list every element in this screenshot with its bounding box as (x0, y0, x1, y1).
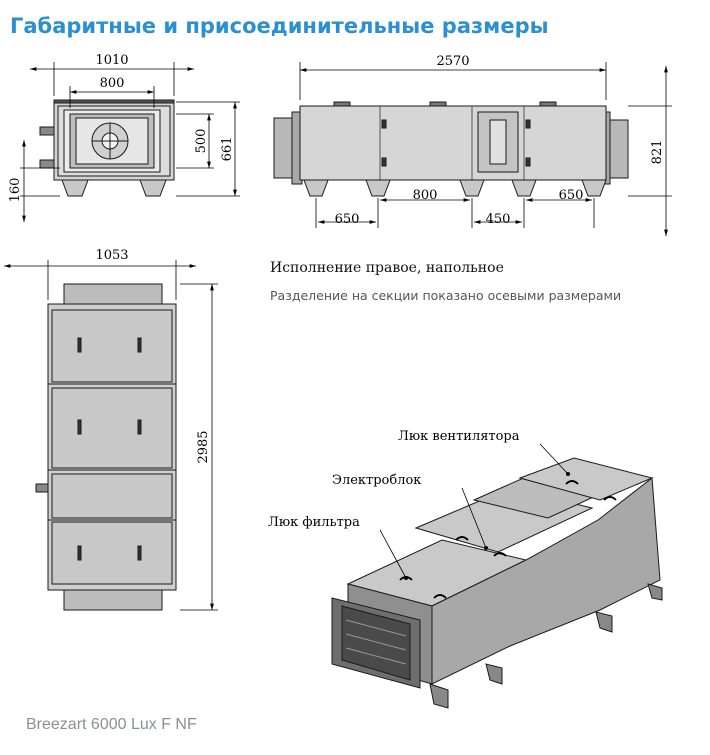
label-electro: Электроблок (332, 473, 421, 488)
label-fan-hatch: Люк вентилятора (398, 429, 520, 444)
side-view (273, 101, 629, 197)
top-dimensions (3, 260, 218, 611)
leader-dot-electro (484, 546, 488, 550)
leader-dot-filter (404, 576, 408, 580)
sections-note: Разделение на секции показано осевыми ра… (270, 288, 622, 303)
model-name: Breezart 6000 Lux F NF (26, 716, 197, 733)
label-filter-hatch: Люк фильтра (268, 515, 360, 530)
top-view (35, 283, 177, 611)
dim-front-inner: 800 (100, 76, 125, 91)
dim-front-base: 160 (8, 178, 23, 203)
dim-side-seg3: 450 (486, 212, 511, 227)
leader-lines (379, 443, 569, 579)
dim-front-width: 1010 (95, 53, 128, 68)
isometric-view (331, 457, 663, 709)
dim-top-width: 1053 (95, 248, 128, 263)
dim-front-inner-height: 500 (194, 129, 209, 154)
execution-note: Исполнение правое, напольное (270, 260, 504, 276)
dim-side-seg2: 800 (413, 188, 438, 203)
dim-top-length: 2985 (196, 430, 211, 463)
side-dimensions (299, 62, 672, 236)
page-title: Габаритные и присоединительные размеры (10, 14, 549, 38)
front-dimensions (20, 62, 240, 222)
dim-front-height: 661 (220, 137, 235, 162)
dim-side-length: 2570 (436, 54, 469, 69)
leader-dot-fan (566, 472, 570, 476)
dim-side-seg1: 650 (335, 212, 360, 227)
dim-side-seg4: 650 (559, 188, 584, 203)
dim-side-height: 821 (650, 140, 665, 165)
front-view (39, 99, 175, 197)
